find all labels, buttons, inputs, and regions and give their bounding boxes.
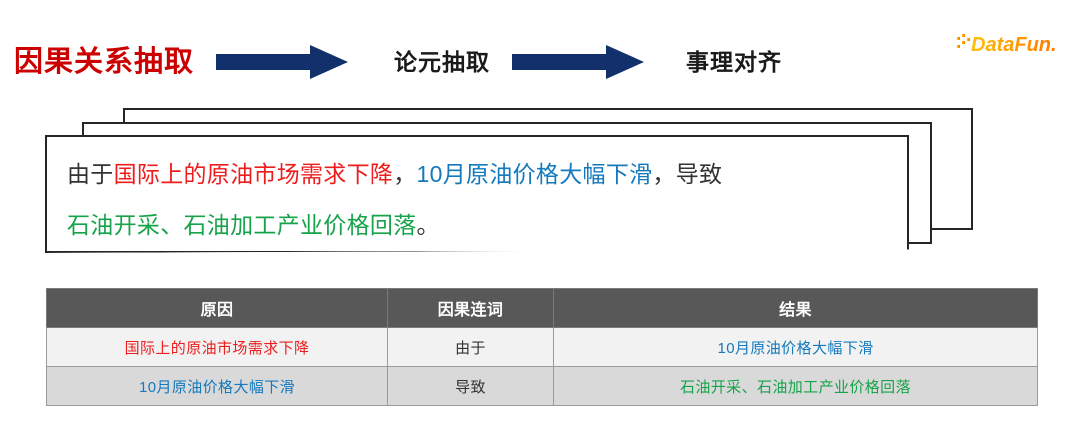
cell-connective: 导致 <box>387 366 554 406</box>
pipeline-stage-event-alignment: 事理对齐 <box>686 48 783 75</box>
sentence-text: 由于国际上的原油市场需求下降，10月原油价格大幅下滑，导致 石油开采、石油加工产… <box>67 149 893 251</box>
segment-effect-1: 10月原油价格大幅下滑 <box>416 161 653 187</box>
sentence-line-1: 由于国际上的原油市场需求下降，10月原油价格大幅下滑，导致 <box>67 149 893 200</box>
sentence-line-2: 石油开采、石油加工产业价格回落。 <box>67 200 893 251</box>
causal-triples-table-wrapper: 原因 因果连词 结果 国际上的原油市场需求下降 由于 10月原油价格大幅下滑 1… <box>46 288 1038 406</box>
table-row: 10月原油价格大幅下滑 导致 石油开采、石油加工产业价格回落 <box>46 366 1038 406</box>
cell-effect: 石油开采、石油加工产业价格回落 <box>553 366 1038 406</box>
sentence-card-stack: 由于国际上的原油市场需求下降，10月原油价格大幅下滑，导致 石油开采、石油加工产… <box>0 108 1080 273</box>
column-header-cause: 原因 <box>46 288 388 328</box>
table-header: 原因 因果连词 结果 <box>46 288 1038 328</box>
cell-cause: 国际上的原油市场需求下降 <box>46 327 388 367</box>
segment-comma-1: ， <box>393 161 417 187</box>
pipeline-stage-causal-extraction: 因果关系抽取 <box>14 45 195 78</box>
datafun-logo-text: DataFun. <box>971 34 1057 56</box>
causal-triples-table: 原因 因果连词 结果 国际上的原油市场需求下降 由于 10月原油价格大幅下滑 1… <box>46 288 1038 406</box>
right-arrow-icon-1 <box>216 45 349 79</box>
segment-cause-1: 国际上的原油市场需求下降 <box>113 161 394 187</box>
cell-effect: 10月原油价格大幅下滑 <box>553 327 1038 367</box>
table-header-row: 原因 因果连词 结果 <box>46 288 1038 328</box>
sentence-card-front: 由于国际上的原油市场需求下降，10月原油价格大幅下滑，导致 石油开采、石油加工产… <box>45 135 909 253</box>
segment-period: 。 <box>416 212 440 238</box>
segment-connective-1: 由于 <box>67 161 114 187</box>
cell-cause: 10月原油价格大幅下滑 <box>46 366 388 406</box>
pipeline-header: 因果关系抽取 论元抽取 事理对齐 <box>0 34 1080 90</box>
segment-comma-2: ， <box>652 161 676 187</box>
table-row: 国际上的原油市场需求下降 由于 10月原油价格大幅下滑 <box>46 327 1038 367</box>
datafun-logo: DataFun. <box>956 30 1066 56</box>
column-header-effect: 结果 <box>553 288 1038 328</box>
segment-effect-2: 石油开采、石油加工产业价格回落 <box>67 212 417 238</box>
column-header-connective: 因果连词 <box>387 288 554 328</box>
right-arrow-icon-2 <box>512 45 645 79</box>
segment-connective-2: 导致 <box>675 161 723 187</box>
pipeline-stage-argument-extraction: 论元抽取 <box>394 48 491 75</box>
cell-connective: 由于 <box>387 327 554 367</box>
table-body: 国际上的原油市场需求下降 由于 10月原油价格大幅下滑 10月原油价格大幅下滑 … <box>46 327 1038 406</box>
